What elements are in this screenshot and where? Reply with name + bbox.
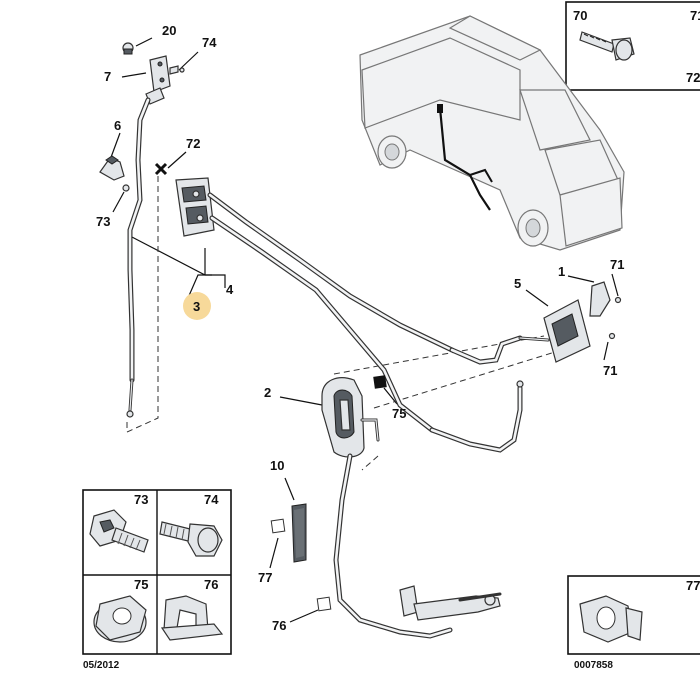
left-cable xyxy=(126,97,151,418)
callout-6: 6 xyxy=(114,118,121,133)
callout-numbers: 20 74 7 6 72 73 4 3 5 1 71 71 2 75 10 77… xyxy=(96,23,624,633)
box-label-77-cut: 77 xyxy=(686,578,700,593)
box-label-76: 76 xyxy=(204,577,218,592)
flange-nut-icon xyxy=(93,595,147,643)
top-right-box: 70 71 72 xyxy=(565,1,700,91)
right-lock xyxy=(518,281,622,363)
markers xyxy=(270,375,387,612)
bottom-right-box: 77 xyxy=(567,575,700,655)
callout-20: 20 xyxy=(162,23,176,38)
callout-4: 4 xyxy=(226,282,234,297)
van-illustration xyxy=(359,15,625,251)
clip-icon xyxy=(160,595,224,641)
callout-71-upper: 71 xyxy=(610,257,624,272)
box-label-74: 74 xyxy=(204,492,219,507)
box-label-70: 70 xyxy=(573,8,587,23)
dashed-lines xyxy=(126,170,556,471)
callout-1: 1 xyxy=(558,264,565,279)
lower-cable xyxy=(333,453,502,639)
callout-73: 73 xyxy=(96,214,110,229)
callout-75: 75 xyxy=(392,406,406,421)
callout-77: 77 xyxy=(258,570,272,585)
callout-71-lower: 71 xyxy=(603,363,617,378)
callout-76: 76 xyxy=(272,618,286,633)
callout-72: 72 xyxy=(186,136,200,151)
callout-3: 3 xyxy=(193,299,200,314)
hex-flange-bolt-icon xyxy=(159,521,223,557)
door-handle xyxy=(321,377,380,458)
callout-10: 10 xyxy=(270,458,284,473)
upper-bracket-assembly xyxy=(122,42,185,105)
leader-lines xyxy=(109,37,619,623)
seal-strip-10 xyxy=(291,503,307,563)
box-label-71-cut: 71 xyxy=(690,8,700,23)
footer-reference: 0007858 xyxy=(574,660,613,671)
fastener-box: 73 74 75 76 xyxy=(82,489,232,655)
lock-mechanism xyxy=(154,162,215,237)
box-label-73: 73 xyxy=(134,492,148,507)
box-label-72-cut: 72 xyxy=(686,70,700,85)
callout-7: 7 xyxy=(104,69,111,84)
callout-2: 2 xyxy=(264,385,271,400)
bracket-6 xyxy=(99,155,130,192)
callout-3-highlight xyxy=(183,292,211,320)
callout-74: 74 xyxy=(202,35,217,50)
flange-bolt-icon xyxy=(579,31,635,61)
main-cables xyxy=(207,192,524,453)
callout-5: 5 xyxy=(514,276,521,291)
footer-date: 05/2012 xyxy=(83,660,120,671)
torx-bolt-icon xyxy=(89,509,149,553)
box-label-75: 75 xyxy=(134,577,148,592)
grommet-icon xyxy=(579,595,643,643)
